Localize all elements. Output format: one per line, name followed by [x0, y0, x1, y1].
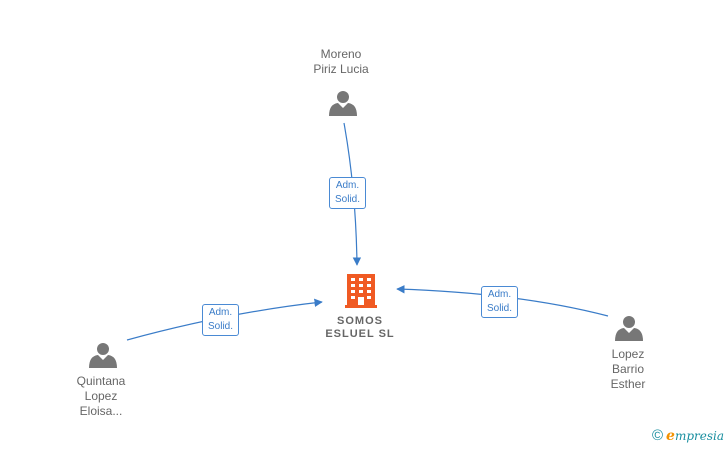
person-name-lopez: Lopez Barrio Esther	[610, 347, 646, 391]
person-icon	[329, 91, 357, 116]
copyright-icon: ©	[651, 427, 664, 444]
person-icon	[615, 316, 643, 341]
empresia-logo: ©empresia	[651, 427, 724, 444]
person-name-moreno: Moreno Piriz Lucia	[313, 47, 369, 76]
edge-label-moreno: Adm. Solid.	[329, 177, 367, 209]
edge-label-quintana: Adm. Solid.	[202, 304, 240, 336]
person-name-quintana: Quintana Lopez Eloisa...	[76, 374, 126, 418]
building-icon	[345, 274, 377, 308]
person-icon	[89, 343, 117, 368]
edge-label-lopez: Adm. Solid.	[481, 286, 519, 318]
company-name: SOMOS ESLUEL SL	[325, 315, 395, 340]
